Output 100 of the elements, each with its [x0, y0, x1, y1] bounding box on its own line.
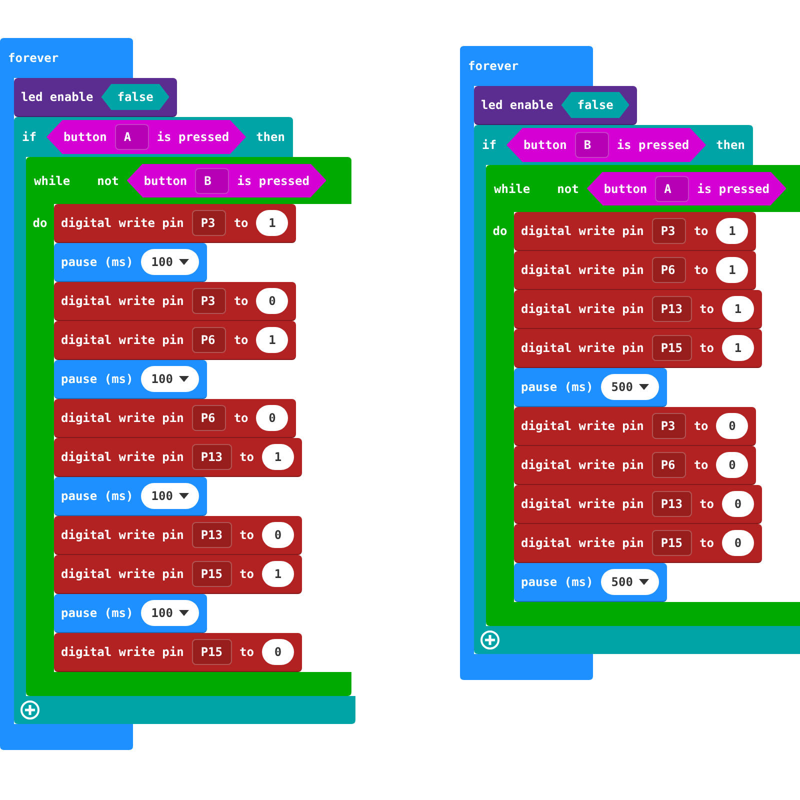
block-label: if	[22, 130, 36, 144]
statement-block	[54, 477, 207, 516]
if-block	[14, 117, 356, 724]
number-field: 0	[262, 522, 294, 548]
block-label: to	[234, 216, 248, 230]
block-label: to	[694, 263, 708, 277]
number-field: 0	[256, 405, 288, 431]
block-label: digital write pin	[61, 216, 184, 230]
statement-block	[54, 594, 207, 633]
statement-block	[54, 633, 302, 672]
boolean-field: false	[561, 92, 630, 118]
block-label: digital write pin	[521, 341, 644, 355]
block-label: button	[523, 138, 567, 152]
block-label: pause (ms)	[61, 489, 134, 503]
statement-block	[514, 407, 756, 446]
block-label: digital write pin	[521, 536, 644, 550]
statement-block	[514, 251, 756, 290]
dropdown-field: P15	[192, 639, 232, 665]
statement-block	[54, 360, 207, 399]
block-label: digital write pin	[61, 411, 184, 425]
block-label: digital write pin	[521, 419, 644, 433]
block-label: to	[240, 528, 254, 542]
if-block	[474, 125, 800, 654]
dropdown-field: B	[195, 168, 230, 194]
dropdown-field: A	[114, 124, 149, 150]
dropdown-field: P3	[652, 218, 686, 244]
block-label: then	[716, 138, 745, 152]
block-label: to	[700, 341, 714, 355]
block-label: while	[34, 174, 70, 188]
number-dropdown-field: 500	[601, 374, 659, 400]
forever-loop-block	[460, 46, 800, 680]
statement-block	[54, 282, 296, 321]
block-label: to	[694, 419, 708, 433]
statement-block	[54, 555, 302, 594]
block-label: to	[240, 645, 254, 659]
block-label: led enable	[21, 90, 94, 104]
number-field: 0	[262, 639, 294, 665]
block-label: pause (ms)	[521, 380, 594, 394]
block-label: digital write pin	[61, 567, 184, 581]
statement-block	[514, 563, 667, 602]
statement-block	[514, 290, 762, 329]
number-field: 1	[722, 335, 754, 361]
number-field: 1	[256, 327, 288, 353]
block-label: digital write pin	[61, 645, 184, 659]
block-label: digital write pin	[61, 528, 184, 542]
statement-block	[514, 329, 762, 368]
block-label: is pressed	[156, 130, 230, 144]
number-field: 0	[722, 491, 754, 517]
number-field: 1	[262, 444, 294, 470]
block-label: button	[144, 174, 188, 188]
block-label: digital write pin	[521, 224, 644, 238]
block-label: forever	[8, 51, 59, 65]
block-label: button	[604, 182, 648, 196]
dropdown-field: P13	[652, 296, 692, 322]
dropdown-field: B	[574, 132, 609, 158]
block-label: to	[234, 333, 248, 347]
dropdown-field: P6	[192, 327, 226, 353]
block-label: while	[494, 182, 530, 196]
dropdown-field: P15	[652, 335, 692, 361]
number-field: 1	[716, 257, 748, 283]
dropdown-field: P3	[192, 210, 226, 236]
dropdown-field: P15	[192, 561, 232, 587]
block-label: to	[234, 294, 248, 308]
dropdown-field: P13	[192, 444, 232, 470]
dropdown-field: P6	[652, 257, 686, 283]
block-label: not	[557, 182, 579, 196]
dropdown-field: P13	[192, 522, 232, 548]
statement-block	[54, 399, 296, 438]
number-dropdown-field: 100	[141, 249, 199, 275]
while-loop-block	[486, 165, 800, 626]
block-label: is pressed	[616, 138, 690, 152]
number-field: 1	[716, 218, 748, 244]
block-label: to	[700, 536, 714, 550]
block-label: digital write pin	[521, 497, 644, 511]
block-label: digital write pin	[61, 450, 184, 464]
block-label: digital write pin	[521, 302, 644, 316]
number-dropdown-field: 100	[141, 366, 199, 392]
block-label: digital write pin	[521, 458, 644, 472]
statement-block	[514, 485, 762, 524]
dropdown-field: P3	[192, 288, 226, 314]
number-field: 1	[722, 296, 754, 322]
number-field: 1	[262, 561, 294, 587]
number-field: 0	[256, 288, 288, 314]
number-field: 0	[716, 413, 748, 439]
statement-block	[14, 78, 178, 117]
block-label: pause (ms)	[61, 372, 134, 386]
block-label: do	[492, 224, 508, 240]
block-label: pause (ms)	[61, 606, 134, 620]
statement-block	[514, 212, 756, 251]
block-label: digital write pin	[61, 333, 184, 347]
while-loop-block	[26, 157, 352, 696]
block-label: to	[700, 497, 714, 511]
block-label: button	[63, 130, 107, 144]
dropdown-field: P6	[652, 452, 686, 478]
number-dropdown-field: 100	[141, 600, 199, 626]
block-label: not	[97, 174, 119, 188]
block-label: to	[240, 450, 254, 464]
dropdown-field: A	[655, 176, 690, 202]
number-field: 0	[722, 530, 754, 556]
number-field: 1	[256, 210, 288, 236]
